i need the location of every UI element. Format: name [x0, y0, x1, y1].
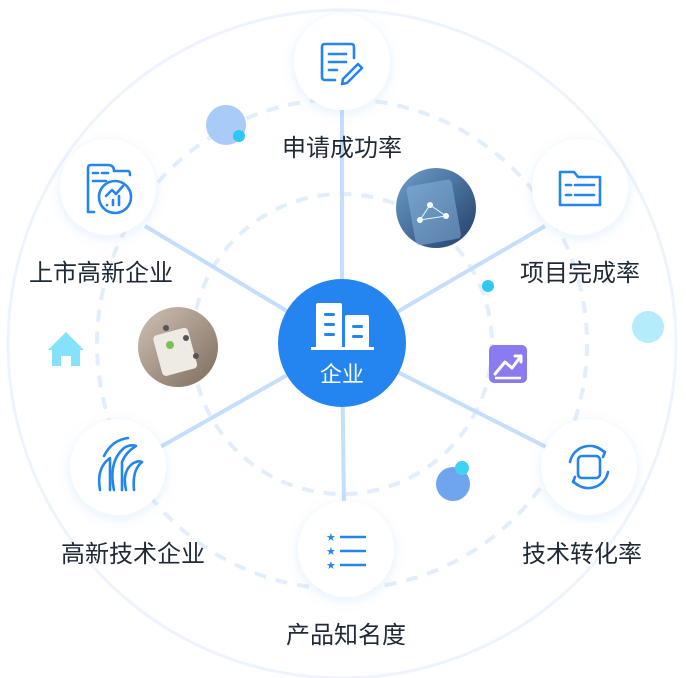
star-list-icon: ★★★: [326, 531, 366, 572]
node-label: 申请成功率: [282, 134, 402, 162]
node-label: 产品知名度: [286, 621, 406, 649]
decor-dot: [482, 280, 494, 292]
rotate-cycle-icon: [568, 444, 610, 490]
node-tech-conversion-rate[interactable]: 技术转化率: [522, 419, 642, 568]
svg-text:★: ★: [326, 531, 336, 544]
node-label: 技术转化率: [522, 540, 642, 568]
center-node-enterprise[interactable]: 企业: [278, 279, 406, 407]
trend-chart-icon: [489, 345, 527, 383]
high-tech-logo-icon: [97, 436, 144, 492]
node-product-awareness[interactable]: ★★★ 产品知名度: [286, 501, 406, 649]
decor-dot: [233, 130, 245, 142]
photo-digital-tablet: [396, 168, 476, 248]
node-label: 高新技术企业: [61, 540, 205, 568]
buildings-icon: [311, 303, 374, 350]
decor-dot: [455, 461, 469, 475]
home-icon: [48, 332, 84, 366]
edit-document-icon: [320, 42, 364, 86]
node-high-tech-enterprise[interactable]: 高新技术企业: [61, 419, 205, 568]
folder-list-icon: [558, 170, 602, 207]
center-label: 企业: [320, 363, 364, 388]
outer-ring: [6, 8, 678, 678]
photo-network-people: [138, 307, 218, 387]
node-label: 上市高新企业: [29, 259, 173, 287]
svg-text:★: ★: [326, 559, 336, 572]
decor-bubble: [436, 467, 470, 501]
node-listed-high-tech-enterprise[interactable]: 上市高新企业: [29, 139, 173, 287]
svg-text:★: ★: [326, 545, 336, 558]
node-project-completion-rate[interactable]: 项目完成率: [520, 139, 640, 287]
node-application-success-rate[interactable]: 申请成功率: [282, 14, 402, 162]
report-chart-icon: [86, 163, 133, 215]
node-label: 项目完成率: [520, 259, 640, 287]
decor-bubble: [632, 311, 664, 343]
